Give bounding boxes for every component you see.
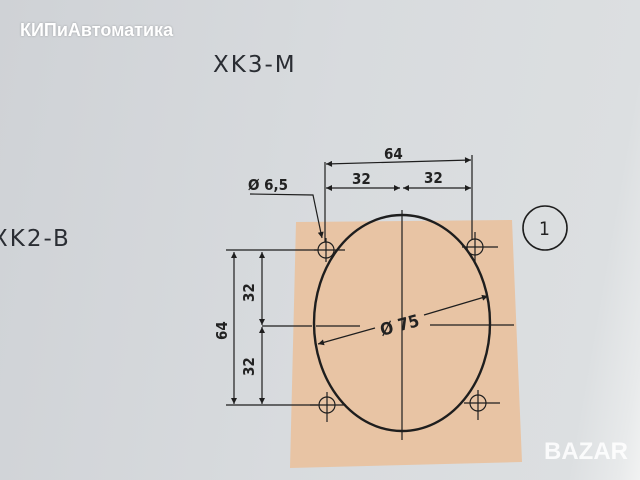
hole-diameter-label: Ø 6,5 [248,176,288,194]
model-title-xk3m: XK3-M [213,52,297,78]
callout-circle [522,205,568,251]
callout-number: 1 [539,218,550,240]
watermark-logo: КИПиАвтоматика [20,20,174,40]
dim-vertical-total: 64 [213,321,231,340]
dim-horizontal-right: 32 [424,169,443,187]
bazar-watermark: BAZAR [544,438,628,465]
model-title-xk2b: XK2-B [0,226,71,252]
dim-vertical-top: 32 [240,283,258,302]
dim-horizontal-total: 64 [384,145,403,163]
dim-horizontal-left: 32 [352,170,371,188]
cutout-panel [290,220,522,468]
dim-vertical-bottom: 32 [240,357,258,376]
main-cutout-circle [312,213,492,433]
